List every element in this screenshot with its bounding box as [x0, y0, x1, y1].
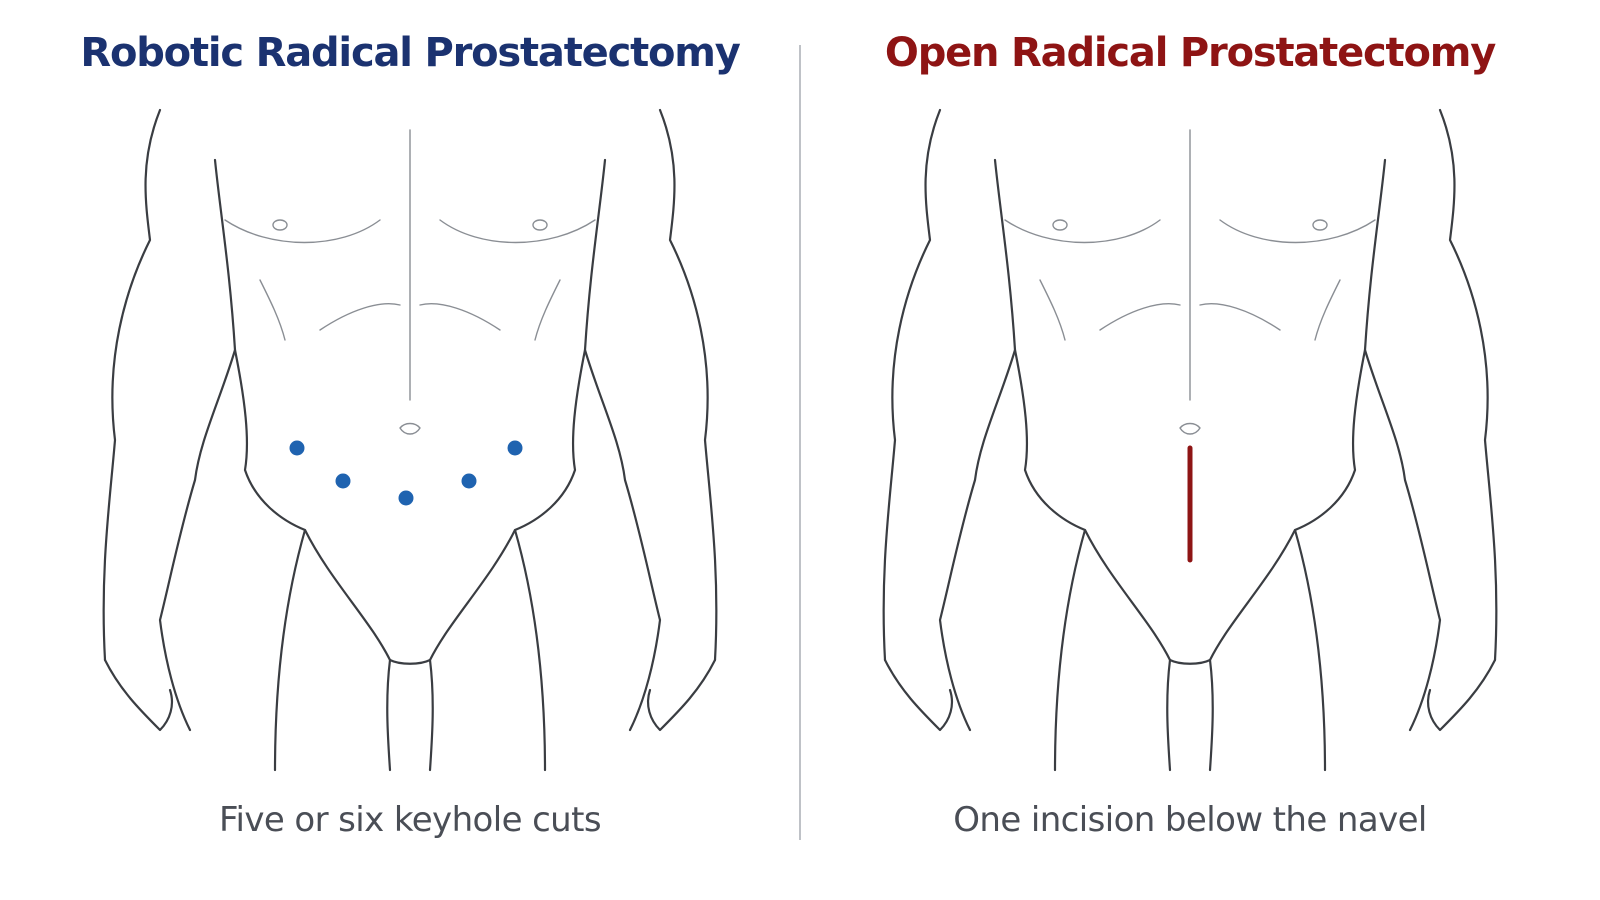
keyhole-cut: [461, 473, 477, 489]
open-title: Open Radical Prostatectomy: [884, 30, 1496, 76]
robotic-title: Robotic Radical Prostatectomy: [80, 30, 741, 76]
keyhole-cut: [289, 440, 305, 456]
torso-outline: [882, 108, 1498, 772]
keyhole-cut: [398, 490, 414, 506]
open-caption: One incision below the navel: [953, 800, 1427, 840]
robotic-panel: Robotic Radical Prostatectomy: [20, 0, 800, 900]
torso-details: [1004, 129, 1376, 435]
keyhole-cut: [507, 440, 523, 456]
robotic-caption: Five or six keyhole cuts: [219, 800, 602, 840]
robotic-torso-figure: [102, 108, 718, 772]
open-torso-figure: [882, 108, 1498, 772]
keyhole-cut: [335, 473, 351, 489]
torso-details: [224, 129, 596, 435]
panel-divider: [799, 45, 801, 840]
keyhole-cuts: [289, 440, 523, 506]
torso-outline: [102, 108, 718, 772]
open-panel: Open Radical Prostatectomy: [800, 0, 1580, 900]
